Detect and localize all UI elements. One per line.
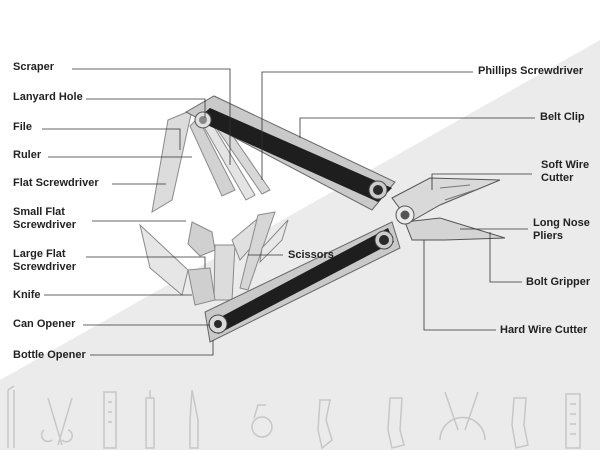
label-bottle-opener: Bottle Opener <box>13 349 86 361</box>
label-flat-screwdriver: Flat Screwdriver <box>13 177 99 189</box>
label-can-opener: Can Opener <box>13 318 76 330</box>
label-scissors: Scissors <box>288 249 334 261</box>
label-small-flat-screwdriver: Small Flat Screwdriver <box>13 206 76 231</box>
label-hard-wire-cutter: Hard Wire Cutter <box>500 324 588 336</box>
label-lanyard-hole: Lanyard Hole <box>13 91 83 103</box>
label-soft-wire-cutter: Soft Wire Cutter <box>541 159 590 184</box>
label-belt-clip: Belt Clip <box>540 111 585 123</box>
label-long-nose-pliers: Long Nose Pliers <box>533 217 590 242</box>
label-scraper: Scraper <box>13 61 54 73</box>
label-ruler: Ruler <box>13 149 42 161</box>
label-knife: Knife <box>13 289 41 301</box>
label-large-flat-screwdriver: Large Flat Screwdriver <box>13 248 76 273</box>
label-phillips-screwdriver: Phillips Screwdriver <box>478 65 584 77</box>
label-file: File <box>13 121 32 133</box>
label-bolt-gripper: Bolt Gripper <box>526 276 591 288</box>
